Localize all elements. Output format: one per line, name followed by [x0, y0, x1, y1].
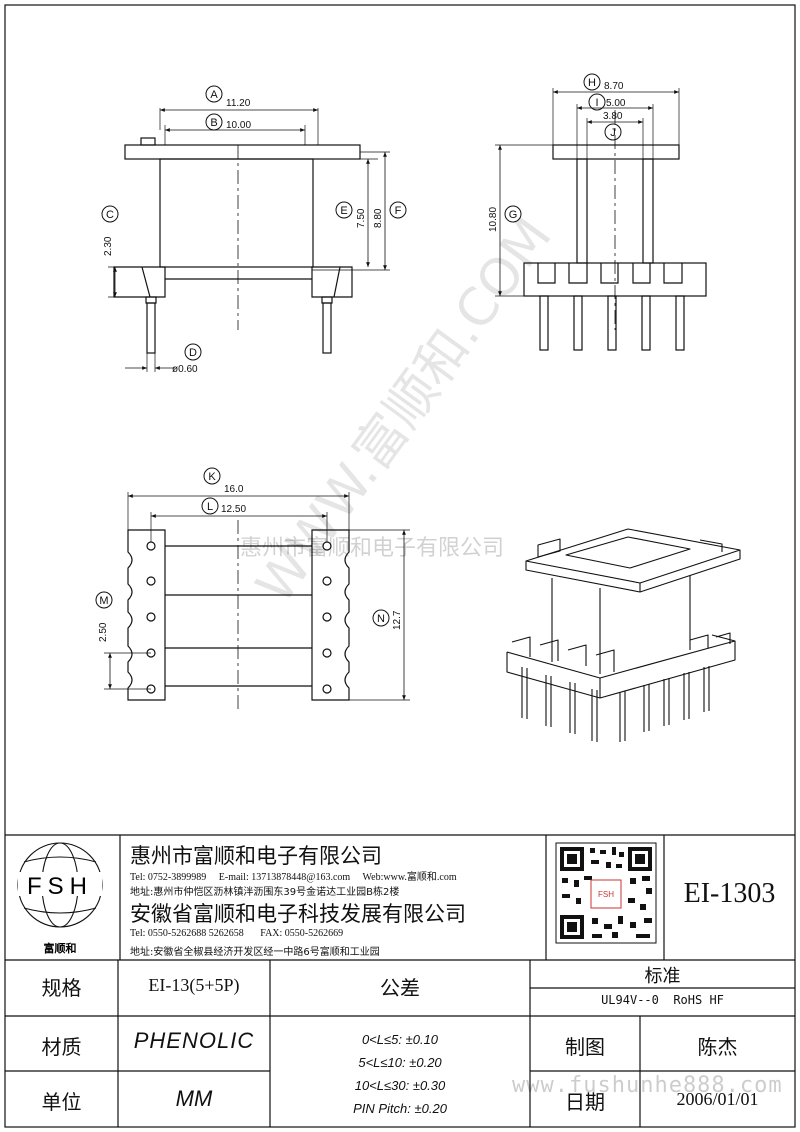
dim-d-value: ø0.60	[172, 364, 198, 375]
company2-tel: 0550-5262688 5262658	[147, 928, 244, 939]
dim-e-value: 7.50	[356, 208, 367, 228]
bottom-view-labels: K 16.0 L 12.50 M 2.50 N 12.7	[95, 467, 403, 642]
dim-n-value: 12.7	[392, 610, 403, 630]
company2-addr-label: 地址:	[130, 947, 154, 958]
dim-l-label: L	[207, 501, 213, 513]
company1-web: www.富顺和.com	[383, 872, 457, 883]
dim-b-value: 10.00	[226, 120, 251, 131]
date-value: 2006/01/01	[676, 1089, 759, 1109]
standard-label: 标准	[644, 966, 681, 987]
dim-b-label: B	[210, 117, 217, 129]
company1-address: 地址:惠州市仲恺区沥林镇泮沥围东39号金诺达工业园B栋2楼	[130, 883, 399, 898]
dim-l-value: 12.50	[221, 504, 246, 515]
company1-tel: 0752-3899989	[147, 872, 207, 883]
dim-e-label: E	[340, 205, 347, 217]
spec-value: EI-13(5+5P)	[148, 975, 240, 995]
company2-contact: Tel: 0550-5262688 5262658 FAX: 0550-5262…	[130, 928, 343, 939]
dim-c-value: 2.30	[103, 236, 114, 256]
logo-name: 富顺和	[44, 941, 77, 955]
company1-email-label: E-mail:	[218, 872, 249, 883]
unit-value: MM	[175, 1086, 213, 1111]
title-block-grid	[5, 834, 795, 1127]
company2-fax-label: FAX:	[260, 928, 283, 939]
qr-code-icon: FSH	[555, 842, 657, 944]
company1-addr: 惠州市仲恺区沥林镇泮沥围东39号金诺达工业园B栋2楼	[153, 887, 400, 898]
dim-a-value: 11.20	[226, 98, 251, 109]
drawn-value: 陈杰	[697, 1035, 738, 1059]
dim-c-label: C	[106, 209, 114, 221]
isometric-view	[506, 528, 741, 742]
front-view	[108, 108, 390, 372]
fsh-logo-icon	[17, 842, 103, 928]
company1-name: 惠州市富顺和电子有限公司	[130, 844, 382, 868]
dim-i-label: I	[595, 97, 598, 109]
dim-j-label: J	[610, 127, 616, 139]
tolerance-item: 5<L≤10: ±0.20	[358, 1055, 442, 1070]
company1-addr-label: 地址:	[130, 887, 154, 898]
dim-i-value: 5.00	[606, 98, 626, 109]
material-value: PHENOLIC	[133, 1028, 255, 1053]
company1-web-label: Web:	[362, 872, 384, 883]
logo-letters: FSH	[27, 873, 93, 900]
tolerance-list: 0<L≤5: ±0.10 5<L≤10: ±0.20 10<L≤30: ±0.3…	[270, 1028, 530, 1120]
dim-d-label: D	[189, 347, 197, 359]
tolerance-label: 公差	[380, 976, 420, 1000]
dim-g-label: G	[509, 209, 518, 221]
dim-h-value: 8.70	[604, 81, 624, 92]
spec-label: 规格	[41, 976, 82, 1000]
dim-k-value: 16.0	[224, 484, 244, 495]
dim-j-value: 3.80	[603, 111, 623, 122]
company1-email: 13713878448@163.com	[251, 872, 351, 883]
date-label: 日期	[565, 1090, 605, 1114]
company2-fax: 0550-5262669	[284, 928, 344, 939]
sheet-border	[4, 4, 796, 1128]
front-view-labels: A 11.20 B 10.00 C 2.30 D ø0.60 E 7.50 F …	[101, 85, 407, 375]
standard-value: UL94V--0 RoHS HF	[601, 993, 724, 1007]
company2-addr: 安徽省全椒县经济开发区经一中路6号富顺和工业园	[153, 947, 380, 958]
side-view-labels: H 8.70 I 5.00 3.80 J G 10.80	[488, 73, 626, 232]
qr-logo-text: FSH	[598, 890, 614, 899]
unit-label: 单位	[41, 1090, 82, 1114]
dim-g-value: 10.80	[488, 207, 499, 232]
company1-contact: Tel: 0752-3899989 E-mail: 13713878448@16…	[130, 868, 457, 883]
side-view	[495, 88, 707, 351]
dim-n-label: N	[377, 613, 385, 625]
tolerance-item: 0<L≤5: ±0.10	[361, 1032, 439, 1047]
company2-name: 安徽省富顺和电子科技发展有限公司	[130, 902, 466, 926]
dim-m-value: 2.50	[98, 622, 109, 642]
material-label: 材质	[41, 1035, 82, 1059]
dim-h-label: H	[588, 77, 596, 89]
tolerance-item: 10<L≤30: ±0.30	[354, 1078, 446, 1093]
dim-f-value: 8.80	[373, 208, 384, 228]
dim-k-label: K	[208, 471, 216, 483]
drawn-label: 制图	[565, 1035, 605, 1059]
dim-f-label: F	[395, 205, 402, 217]
dim-m-label: M	[99, 595, 108, 607]
bottom-view	[104, 492, 410, 710]
tolerance-item: PIN Pitch: ±0.20	[353, 1101, 447, 1116]
company2-tel-label: Tel:	[130, 928, 146, 939]
dim-a-label: A	[210, 89, 218, 101]
company1-tel-label: Tel:	[130, 872, 146, 883]
company2-address: 地址:安徽省全椒县经济开发区经一中路6号富顺和工业园	[130, 943, 380, 958]
part-number: EI-1303	[683, 878, 776, 909]
